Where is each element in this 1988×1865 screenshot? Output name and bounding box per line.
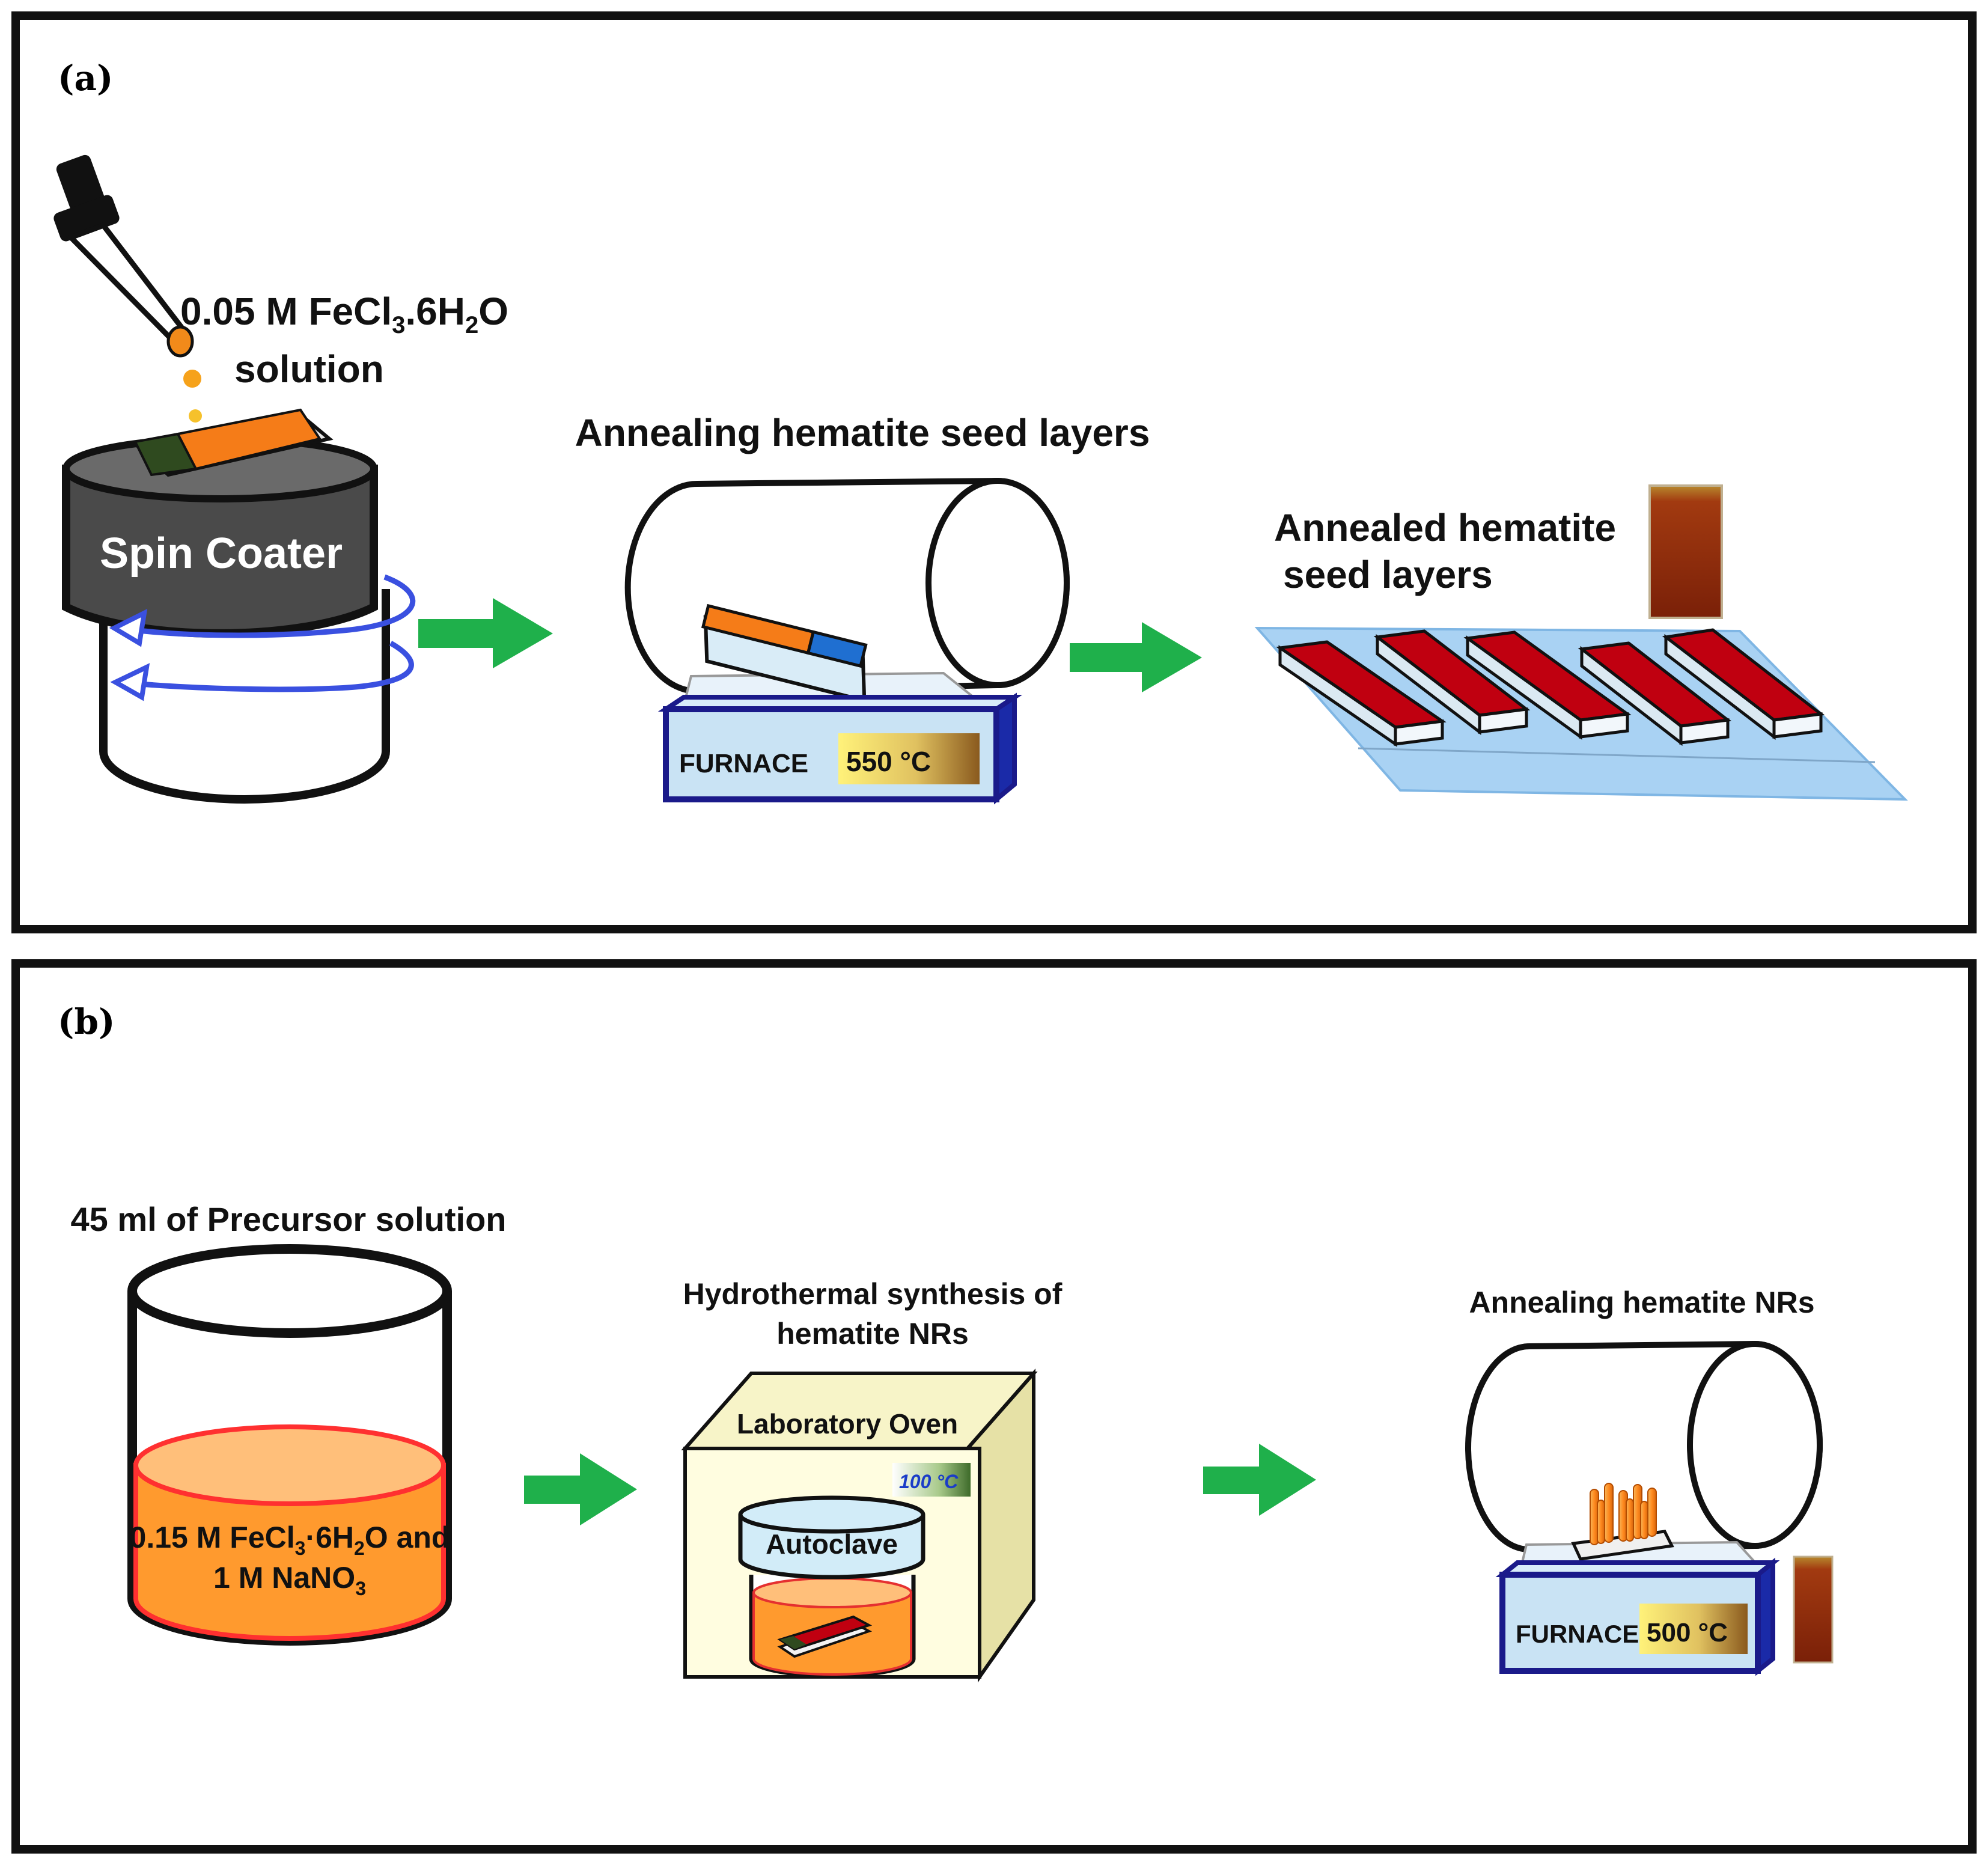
annealed-sample-photo [1648, 484, 1723, 619]
flow-arrow-b1 [524, 1453, 637, 1525]
tube-furnace-a: FURNACE 550 °C [624, 477, 1070, 805]
dropper [53, 154, 202, 423]
precursor-composition-line2: 1 M NaNO3 [213, 1561, 366, 1599]
hydrothermal-title-line1: Hydrothermal synthesis of [683, 1277, 1063, 1311]
flow-arrow-b2 [1203, 1444, 1316, 1516]
spin-coater-label: Spin Coater [100, 530, 343, 578]
furnace-a-label: FURNACE [679, 749, 808, 778]
furnace-b-temp: 500 °C [1647, 1618, 1728, 1647]
flow-arrow-a1 [418, 598, 553, 668]
panel-a-label: (a) [58, 58, 113, 99]
oven-label: Laboratory Oven [737, 1408, 958, 1439]
seed-layer-substrates [1254, 626, 1908, 801]
annealed-title-line2: seed layers [1283, 553, 1493, 596]
furnace-a-temp: 550 °C [846, 746, 931, 777]
tube-furnace-b: FURNACE 500 °C [1465, 1340, 1823, 1676]
precursor-drop-label-line2: solution [234, 347, 384, 391]
precursor-title: 45 ml of Precursor solution [70, 1200, 506, 1238]
precursor-beaker [127, 1244, 452, 1646]
panel-b-label: (b) [58, 1001, 115, 1042]
annealing-title: Annealing hematite seed layers [575, 411, 1150, 454]
autoclave-label: Autoclave [766, 1528, 898, 1560]
annealed-title-line1: Annealed hematite [1274, 506, 1616, 549]
precursor-composition-line1: 0.15 M FeCl3·6H2O and [130, 1521, 450, 1559]
nanorods [1590, 1483, 1657, 1545]
furnace-b-label: FURNACE [1516, 1620, 1639, 1648]
annealed-nr-sample-photo [1793, 1555, 1834, 1664]
laboratory-oven: Laboratory Oven 100 °C Autoclave [681, 1369, 1038, 1683]
spin-coater: Spin Coater [62, 408, 416, 804]
hydrothermal-title-line2: hematite NRs [776, 1317, 969, 1351]
flow-arrow-a2 [1070, 622, 1202, 692]
annealing-nr-title: Annealing hematite NRs [1469, 1286, 1814, 1319]
oven-temp: 100 °C [899, 1471, 959, 1492]
precursor-drop-label: 0.05 M FeCl3.6H2O [180, 290, 508, 338]
